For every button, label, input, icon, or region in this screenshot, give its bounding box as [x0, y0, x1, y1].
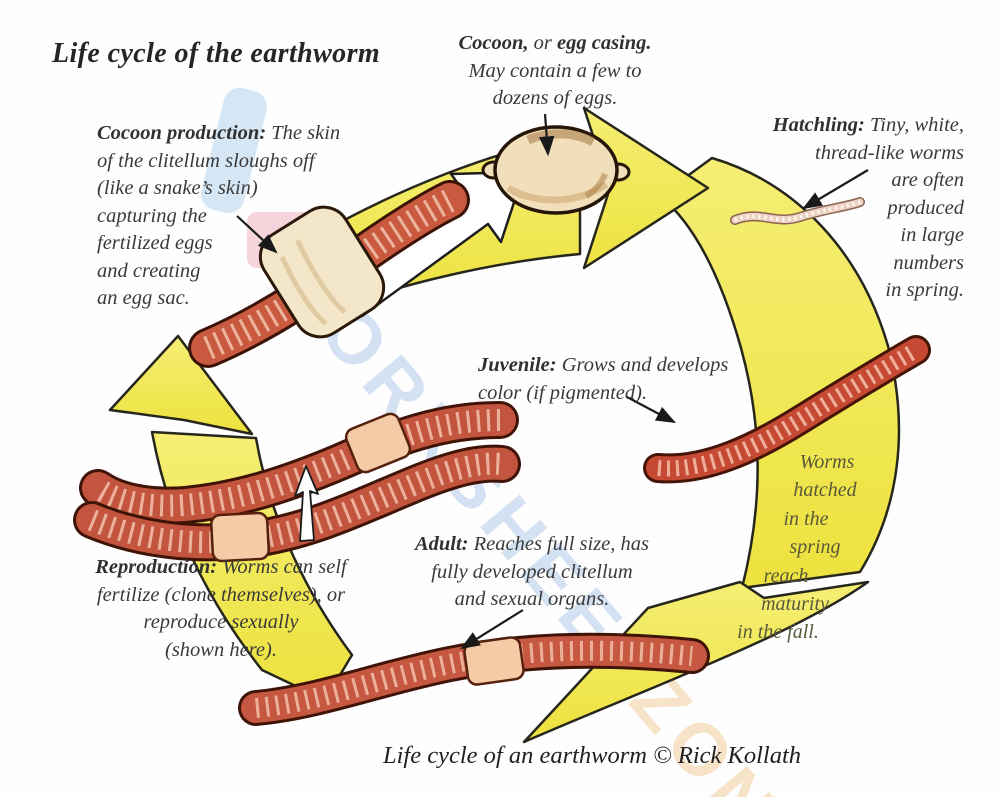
pointer-juvenile — [626, 396, 676, 424]
pointer-adult — [460, 609, 524, 650]
cycle-note-line6: maturity — [761, 593, 829, 616]
pointer-cocoon — [539, 113, 555, 157]
cocoon-production-lead: Cocoon production: — [97, 122, 267, 144]
hatchling-line4: produced — [887, 196, 964, 219]
cocoon-production-line7: an egg sac. — [97, 287, 190, 309]
cocoon-production-line4: capturing the — [97, 204, 207, 227]
cocoon-production-line6: and creating — [97, 259, 201, 282]
cycle-note-line5: reach — [763, 564, 809, 587]
cocoon-production-line1: Cocoon production: The skin — [97, 120, 367, 148]
pointer-hatchling — [802, 169, 869, 210]
page-title: Life cycle of the earthworm — [52, 38, 381, 69]
cycle-note-line4: spring — [789, 536, 841, 559]
cycle-note-line7: in the fall. — [737, 621, 819, 644]
hatchling-line3: are often — [891, 169, 964, 191]
adult-line2: fully developed clitellum — [431, 560, 633, 583]
pointer-egg-sac — [236, 215, 278, 254]
cocoon-production-line2: of the clitellum sloughs off — [97, 149, 315, 172]
reproduction-rest1: Worms can self — [217, 556, 347, 578]
cocoon-normal1: or — [528, 32, 557, 54]
hatchling-rest1: Tiny, white, — [864, 114, 964, 136]
juvenile-label: Juvenile: Grows and develops color (if p… — [478, 352, 748, 407]
adult-label: Adult: Reaches full size, has fully deve… — [393, 531, 671, 614]
adult-lead: Adult: — [414, 533, 469, 555]
cocoon-label-line3: dozens of eggs. — [492, 87, 618, 109]
hatchling-label: Hatchling: Tiny, white, thread-like worm… — [724, 112, 964, 305]
cycle-note-line3: in the — [783, 507, 829, 530]
cycle-note-line1: Worms — [799, 451, 855, 473]
reproduction-lead: Reproduction: — [95, 556, 218, 578]
cocoon-label-line2: May contain a few to — [468, 59, 642, 82]
cocoon-label-line1: Cocoon, or egg casing. — [415, 30, 695, 58]
credit-caption: Life cycle of an earthworm © Rick Kollat… — [382, 742, 802, 769]
reproduction-line2: fertilize (clone themselves), or — [96, 583, 346, 606]
hatchling-line1: Hatchling: Tiny, white, — [724, 112, 964, 140]
hatchling-line2: thread-like worms — [815, 141, 964, 164]
cycle-note: Worms hatched in the spring reach maturi… — [700, 448, 870, 647]
cocoon-bold2: egg casing. — [557, 32, 652, 54]
cycle-note-line2: hatched — [793, 479, 857, 502]
cocoon-production-rest1: The skin — [266, 122, 341, 144]
white-arrow-reproduction — [294, 465, 319, 542]
reproduction-line1: Reproduction: Worms can self — [76, 554, 366, 582]
cocoon-production-line3: (like a snake’s skin) — [97, 177, 258, 199]
reproduction-line4: (shown here). — [165, 638, 277, 661]
cocoon-bold1: Cocoon, — [458, 32, 529, 54]
reproduction-line3: reproduce sexually — [143, 611, 299, 633]
adult-line3: and sexual organs. — [454, 588, 610, 610]
reproduction-label: Reproduction: Worms can self fertilize (… — [76, 554, 366, 664]
cocoon-label: Cocoon, or egg casing. May contain a few… — [415, 30, 695, 113]
juvenile-rest1: Grows and develops — [556, 354, 729, 376]
juvenile-line2: color (if pigmented). — [478, 381, 648, 404]
adult-rest1: Reaches full size, has — [468, 533, 650, 555]
adult-line1: Adult: Reaches full size, has — [393, 531, 671, 559]
cocoon-illustration — [481, 125, 631, 215]
adult-illustration — [238, 632, 710, 726]
juvenile-illustration — [643, 335, 931, 484]
hatchling-line5: in large — [900, 224, 964, 246]
juvenile-lead: Juvenile: — [478, 354, 557, 376]
hatchling-illustration — [730, 197, 865, 225]
cocoon-production-label: Cocoon production: The skin of the clite… — [97, 120, 367, 313]
hatchling-line7: in spring. — [885, 279, 964, 301]
reproduction-illustration — [73, 401, 521, 563]
pointer-arrows — [236, 113, 869, 650]
hatchling-line6: numbers — [893, 251, 964, 274]
juvenile-line1: Juvenile: Grows and develops — [478, 352, 748, 380]
hatchling-lead: Hatchling: — [772, 114, 865, 136]
cocoon-production-line5: fertilized eggs — [97, 232, 213, 254]
cocoon-production-illustration — [188, 180, 470, 368]
